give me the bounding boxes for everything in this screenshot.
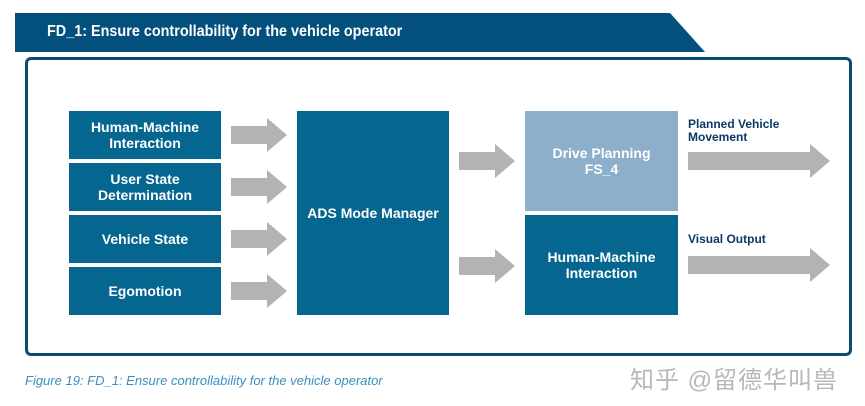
planned-movement-label: Planned Vehicle Movement (688, 117, 780, 144)
arrow-icon (231, 222, 287, 256)
diagram-frame (25, 57, 852, 356)
drive-planning-block: Drive Planning FS_4 (525, 111, 678, 211)
input-user-state: User State Determination (69, 163, 221, 211)
diagram-title-bar: FD_1: Ensure controllability for the veh… (15, 13, 705, 52)
watermark: 知乎 @留德华叫兽 (630, 367, 839, 394)
ads-mode-manager: ADS Mode Manager (297, 111, 449, 315)
arrow-icon (688, 248, 830, 282)
input-vehicle-state: Vehicle State (69, 215, 221, 263)
hmi-output-block: Human-Machine Interaction (525, 215, 678, 315)
input-hmi: Human-Machine Interaction (69, 111, 221, 159)
arrow-icon (231, 118, 287, 152)
arrow-icon (231, 170, 287, 204)
arrow-icon (459, 249, 515, 283)
visual-output-label: Visual Output (688, 232, 766, 246)
arrow-icon (688, 144, 830, 178)
diagram-title: FD_1: Ensure controllability for the veh… (47, 23, 403, 40)
figure-caption: Figure 19: FD_1: Ensure controllability … (25, 373, 383, 388)
arrow-icon (231, 274, 287, 308)
arrow-icon (459, 144, 515, 178)
input-egomotion: Egomotion (69, 267, 221, 315)
